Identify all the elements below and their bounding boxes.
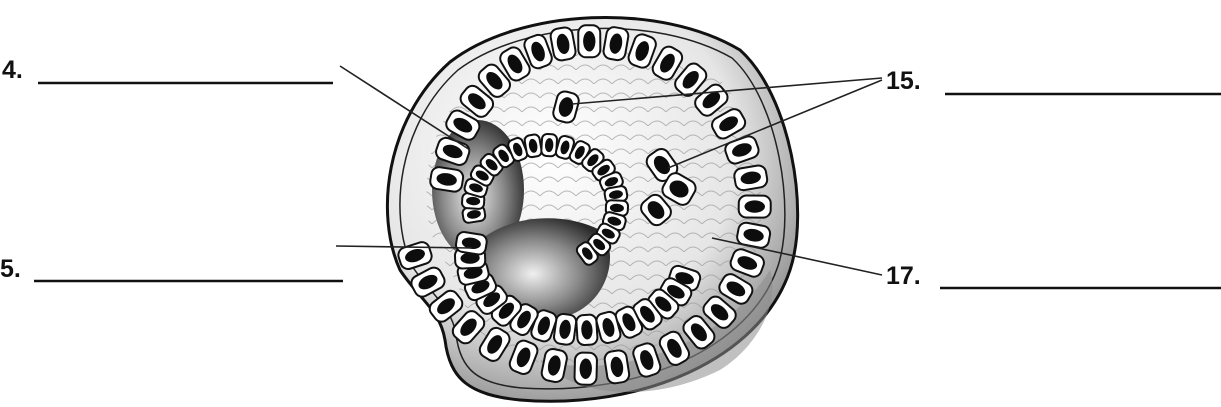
label-17: 17. xyxy=(886,262,921,290)
outer-cell xyxy=(602,26,629,61)
outer-cell xyxy=(574,352,597,385)
outer-cell xyxy=(733,164,768,191)
lower-cell xyxy=(455,231,488,255)
label-15: 15. xyxy=(886,67,921,95)
inner-cell xyxy=(524,134,542,158)
label-5: 5. xyxy=(0,255,21,283)
outer-cell xyxy=(604,349,631,384)
inner-cell xyxy=(541,134,557,157)
lower-cell xyxy=(576,314,598,345)
outer-cell xyxy=(578,25,600,57)
outer-cell xyxy=(549,26,576,61)
label-4: 4. xyxy=(2,56,23,84)
outer-cell xyxy=(739,195,771,217)
outer-cell xyxy=(429,166,464,193)
